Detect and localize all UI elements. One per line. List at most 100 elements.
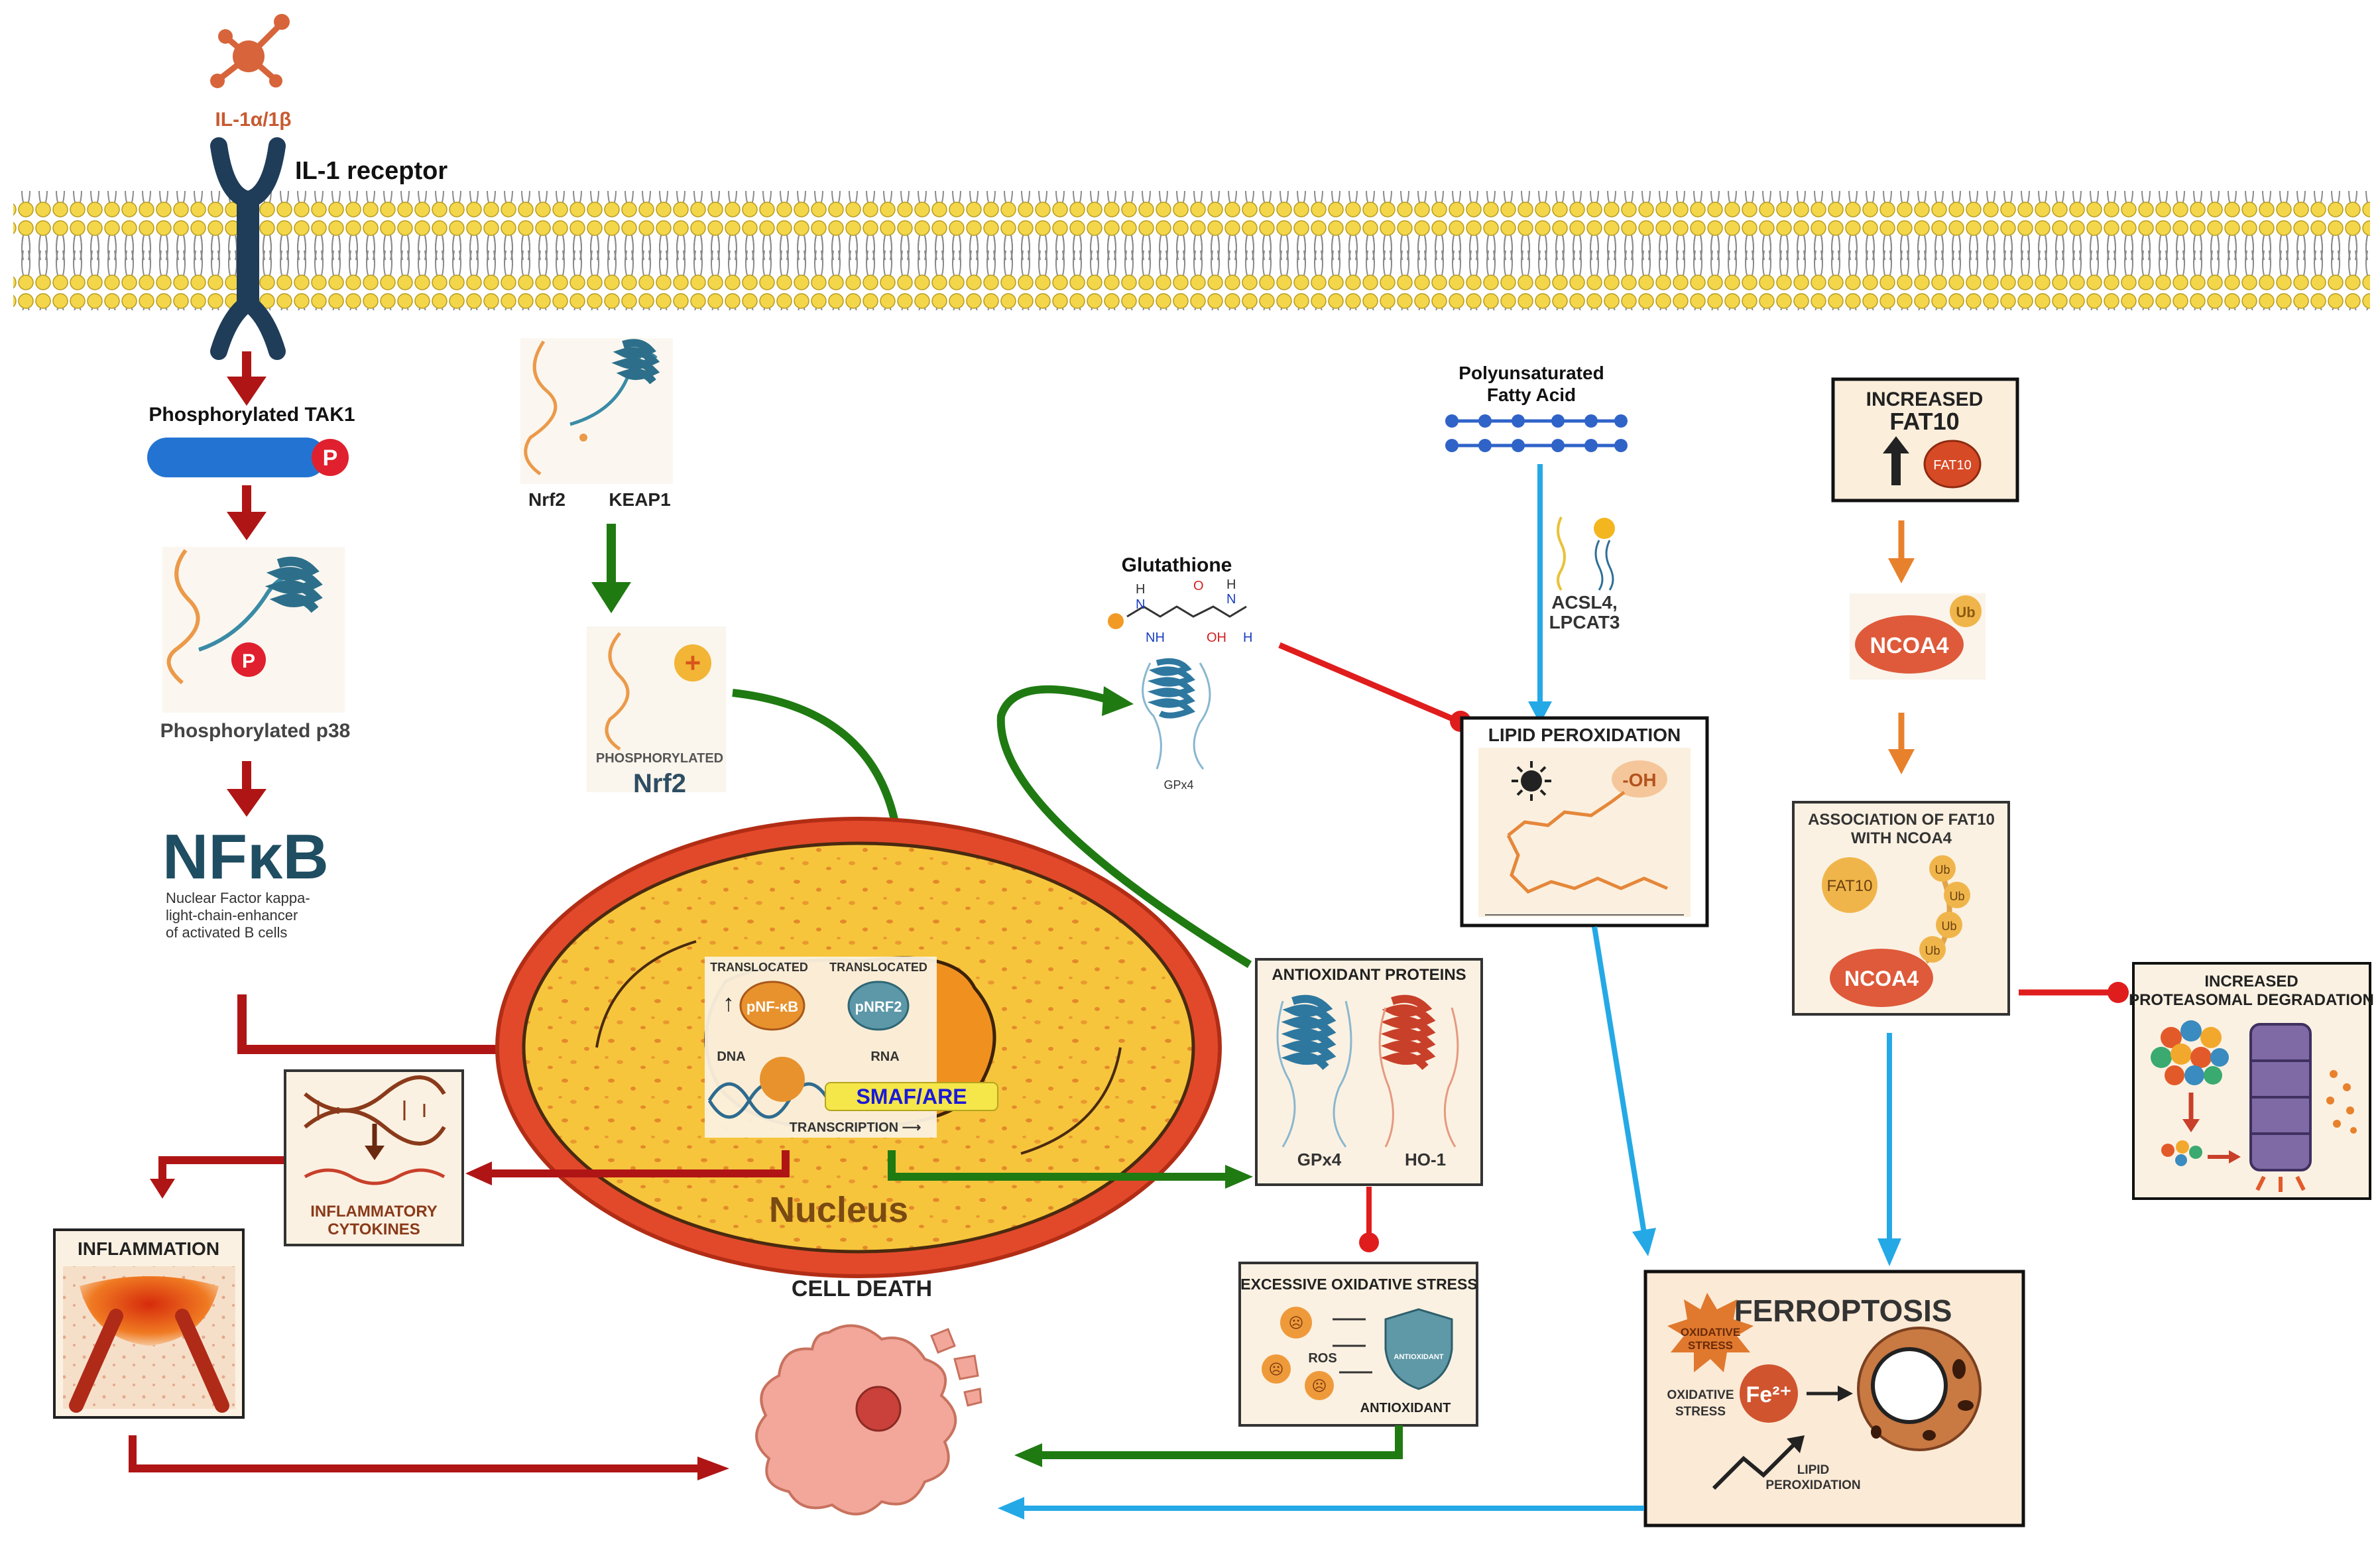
gsh-n2: N (1226, 592, 1236, 607)
lipid-perox-text-1: LIPID (1797, 1463, 1830, 1477)
enzymes-label-2: LPCAT3 (1549, 612, 1620, 632)
phos-nrf2-label-small: PHOSPHORYLATED (596, 751, 723, 766)
ligand-label: IL-1α/1β (215, 109, 291, 131)
inflammation-title: INFLAMMATION (78, 1238, 219, 1259)
nfkb-desc-1: Nuclear Factor kappa- (166, 890, 310, 906)
smaf-are-label: SMAF/ARE (856, 1085, 967, 1108)
ho1-label: HO-1 (1405, 1150, 1446, 1169)
glutathione-structure-icon: H N O N H NH OH H (1108, 577, 1252, 645)
shield-icon (1384, 1308, 1453, 1390)
red-arrow-p38-nfkb (227, 761, 267, 817)
lipid-peroxidation-title: LIPID PEROXIDATION (1488, 725, 1681, 745)
ox-stress-text-2: STRESS (1675, 1405, 1726, 1419)
transcription-inset: TRANSLOCATED TRANSLOCATED ↑ pNF-κB pNRF2… (705, 957, 998, 1138)
fat10-blob-label: FAT10 (1933, 458, 1971, 473)
pufa-molecule-icon (1445, 414, 1628, 452)
fat10-blob (1923, 440, 1982, 489)
lipid-peroxidation-box: LIPID PEROXIDATION -OH (1460, 716, 1709, 927)
frown-face-3: ☹ (1312, 1378, 1327, 1394)
blue-arrow-lipid-ferroptosis (1592, 926, 1656, 1256)
shield-text: ANTIOXIDANT (1394, 1353, 1443, 1361)
fe-label: Fe²⁺ (1746, 1382, 1792, 1407)
p38-label: Phosphorylated p38 (160, 720, 351, 742)
ferroptotic-cell-icon (1857, 1327, 1982, 1451)
ub-chain-4: Ub (1925, 944, 1940, 957)
transcription-label: TRANSCRIPTION ⟶ (790, 1120, 922, 1135)
orange-arrow-ncoa4-assoc (1888, 713, 1915, 774)
dying-cell-icon (755, 1324, 982, 1516)
red-inhibitor-antioxidant-oxstress (1359, 1187, 1379, 1252)
ub-label: Ub (1956, 604, 1975, 621)
translocated-1: TRANSLOCATED (710, 961, 808, 974)
blue-arrow-ferroptosis-celldeath (998, 1497, 1644, 1520)
nfkb-desc-2: light-chain-enhancer (166, 907, 298, 924)
iron-ion-icon (1740, 1364, 1798, 1423)
star-text-2: STRESS (1688, 1339, 1733, 1352)
receptor-label: IL-1 receptor (295, 157, 447, 185)
phos-nrf2-label: Nrf2 (633, 769, 686, 798)
gsh-n1: N (1136, 597, 1145, 612)
right-arrow-icon (1807, 1386, 1853, 1401)
small-fragments-icon (2161, 1140, 2241, 1166)
cell-death-label: CELL DEATH (792, 1276, 932, 1301)
peptide-dots-icon (2326, 1070, 2357, 1134)
il1-receptor-icon (210, 137, 286, 360)
tak1-label: Phosphorylated TAK1 (149, 404, 355, 426)
nucleus-label: Nucleus (769, 1190, 908, 1230)
proteasome-title-2: PROTEASOMAL DEGRADATION (2129, 991, 2374, 1009)
rna-label: RNA (870, 1049, 899, 1064)
antioxidant-label: ANTIOXIDANT (1360, 1401, 1451, 1415)
nfkb-desc-3: of activated B cells (166, 924, 287, 941)
translocated-2: TRANSLOCATED (829, 961, 927, 974)
gsh-h1: H (1136, 582, 1145, 597)
lipid-perox-text-2: PEROXIDATION (1765, 1478, 1860, 1492)
trend-arrow-icon (1712, 1440, 1799, 1490)
increased-fat10-line1: INCREASED (1866, 388, 1984, 410)
ferroptosis-box: FERROPTOSIS OXIDATIVE STRESS OXIDATIVE S… (1643, 1270, 2025, 1527)
oxidative-stress-title: EXCESSIVE OXIDATIVE STRESS (1240, 1276, 1477, 1293)
green-arrow-gsh-loop (996, 685, 1252, 969)
p38-p-badge: P (242, 650, 255, 672)
up-arrow-icon (1883, 436, 1909, 485)
up-arrow-icon: ↑ (723, 989, 735, 1016)
tak1-protein-icon: P (147, 438, 349, 477)
dna-label: DNA (717, 1049, 745, 1064)
inflammation-box: INFLAMMATION (53, 1228, 245, 1419)
assoc-title-1: ASSOCIATION OF FAT10 (1808, 811, 1995, 829)
gpx4-protein-icon (1281, 994, 1337, 1071)
proteasome-barrel-icon (2249, 1023, 2312, 1192)
green-arrow-oxstress-celldeath (1014, 1425, 1403, 1467)
assoc-fat10: FAT10 (1827, 877, 1873, 895)
pnrf2-blob (847, 981, 910, 1031)
ub-chain-3: Ub (1941, 920, 1956, 933)
glutathione-title: Glutathione (1122, 554, 1232, 576)
red-arrow-tak1-p38 (227, 485, 267, 540)
gsh-h3: H (1243, 630, 1252, 645)
blue-arrow-pufa-lipid (1528, 464, 1552, 724)
sun-icon (1512, 761, 1551, 801)
protein-cluster-icon (2151, 1020, 2229, 1085)
nrf2-label: Nrf2 (528, 489, 565, 510)
green-arrow-nucleus-antioxidant (888, 1150, 1253, 1189)
green-arrow-keap1-nrf2 (591, 524, 631, 613)
ros-molecules-icon: ☹ ☹ ☹ (1262, 1307, 1372, 1400)
p38-protein-icon: P (162, 547, 345, 713)
ub-chain-1: Ub (1934, 863, 1950, 876)
cell-membrane (13, 191, 2370, 310)
red-arrow-inflammation-celldeath (129, 1435, 729, 1480)
tak1-p-badge: P (323, 446, 338, 471)
gsh-nh: NH (1146, 630, 1165, 645)
gpx4-label: GPx4 (1297, 1150, 1342, 1169)
oh-badge (1612, 760, 1667, 798)
increased-fat10-box: INCREASED FAT10 FAT10 (1831, 377, 2019, 503)
gsh-h2: H (1226, 577, 1236, 592)
dna-helix-icon (304, 1075, 446, 1146)
blue-arrow-assoc-ferroptosis (1877, 1033, 1901, 1266)
enzymes-label-1: ACSL4, (1551, 592, 1618, 613)
frown-face-1: ☹ (1289, 1315, 1304, 1331)
il1-ligand-icon (210, 14, 290, 88)
smaf-are-badge (825, 1082, 998, 1111)
oxidative-stress-star-icon (1667, 1293, 1754, 1372)
proteasomal-degradation-box: INCREASED PROTEASOMAL DEGRADATION (2129, 962, 2374, 1200)
